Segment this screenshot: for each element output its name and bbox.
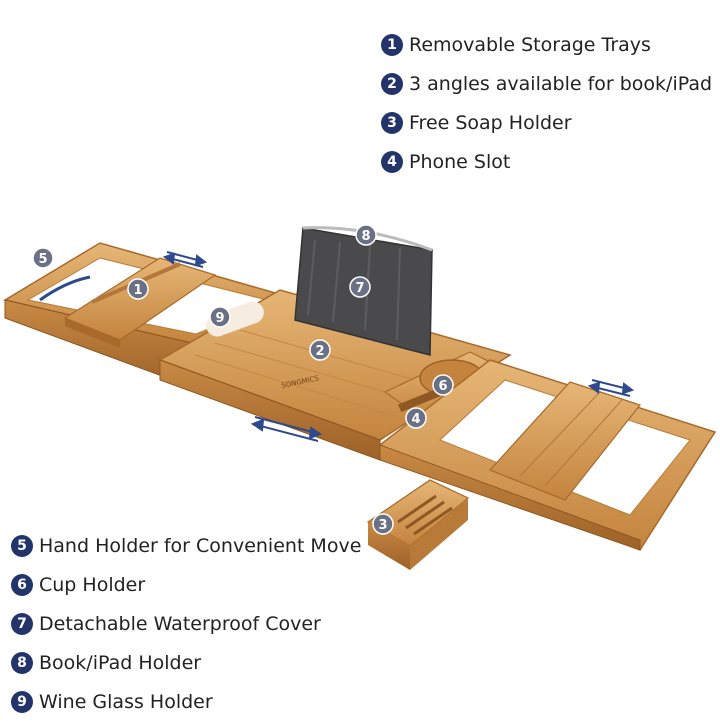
right-storage-tray bbox=[488, 381, 642, 501]
svg-text:9: 9 bbox=[215, 311, 224, 326]
slide-arrows-right bbox=[587, 379, 635, 397]
feature-item: 8 Book/iPad Holder bbox=[11, 643, 361, 682]
feature-label: Wine Glass Holder bbox=[39, 690, 213, 713]
number-badge: 2 bbox=[381, 72, 403, 95]
slide-arrows-left bbox=[162, 251, 208, 268]
marker-1: 1 bbox=[127, 278, 149, 300]
feature-item: 6 Cup Holder bbox=[11, 565, 361, 604]
hand-holder-curve bbox=[39, 275, 91, 302]
marker-7: 7 bbox=[349, 276, 371, 298]
feature-legend-bottom: 5 Hand Holder for Convenient Move 6 Cup Ho… bbox=[11, 526, 361, 721]
feature-label: Book/iPad Holder bbox=[39, 651, 202, 674]
number-badge: 5 bbox=[11, 534, 33, 557]
feature-label: Hand Holder for Convenient Move bbox=[39, 534, 362, 557]
svg-text:4: 4 bbox=[411, 412, 420, 427]
feature-item: 9 Wine Glass Holder bbox=[11, 682, 361, 721]
number-badge: 4 bbox=[381, 150, 403, 173]
feature-item: 5 Hand Holder for Convenient Move bbox=[11, 526, 361, 565]
feature-label: Free Soap Holder bbox=[409, 111, 572, 134]
feature-item: 4 Phone Slot bbox=[381, 142, 712, 181]
soap-holder bbox=[366, 479, 470, 570]
feature-item: 1 Removable Storage Trays bbox=[381, 25, 712, 64]
feature-label: 3 angles available for book/iPad bbox=[409, 72, 713, 95]
marker-3: 3 bbox=[372, 513, 394, 535]
feature-label: Cup Holder bbox=[39, 573, 146, 596]
number-badge: 1 bbox=[381, 33, 403, 56]
marker-2: 2 bbox=[309, 339, 331, 361]
svg-text:6: 6 bbox=[438, 379, 447, 394]
svg-text:5: 5 bbox=[38, 252, 47, 267]
number-badge: 9 bbox=[11, 690, 33, 713]
number-badge: 3 bbox=[381, 111, 403, 134]
slide-arrows-bottom bbox=[250, 416, 323, 442]
feature-label: Detachable Waterproof Cover bbox=[39, 612, 321, 635]
svg-text:3: 3 bbox=[378, 518, 387, 533]
feature-legend-top: 1 Removable Storage Trays 2 3 angles avail… bbox=[381, 25, 712, 181]
marker-6: 6 bbox=[432, 374, 454, 396]
svg-text:2: 2 bbox=[315, 344, 324, 359]
feature-label: Phone Slot bbox=[409, 150, 511, 173]
svg-text:1: 1 bbox=[133, 283, 142, 298]
marker-5: 5 bbox=[32, 247, 54, 269]
number-badge: 6 bbox=[11, 573, 33, 596]
feature-label: Removable Storage Trays bbox=[409, 33, 651, 56]
feature-item: 3 Free Soap Holder bbox=[381, 103, 712, 142]
number-badge: 7 bbox=[11, 612, 33, 635]
phone-slot bbox=[398, 386, 446, 412]
svg-text:7: 7 bbox=[355, 281, 364, 296]
marker-4: 4 bbox=[405, 407, 427, 429]
feature-item: 7 Detachable Waterproof Cover bbox=[11, 604, 361, 643]
wine-glass-slot bbox=[206, 301, 264, 337]
marker-9: 9 bbox=[209, 306, 231, 328]
feature-item: 2 3 angles available for book/iPad bbox=[381, 64, 712, 103]
svg-text:8: 8 bbox=[361, 229, 370, 244]
marker-8: 8 bbox=[355, 224, 377, 246]
number-badge: 8 bbox=[11, 651, 33, 674]
